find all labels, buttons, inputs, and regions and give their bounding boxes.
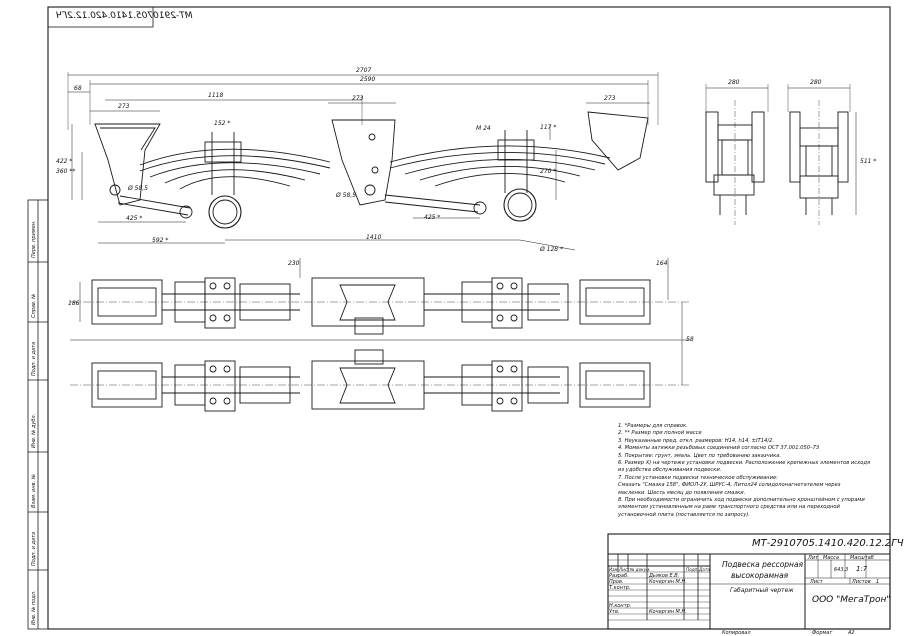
tb-sheets-value: 1 [876, 579, 880, 585]
side-view [67, 72, 659, 251]
tb-name-line3: Габаритный чертеж [730, 587, 794, 594]
note-line: 7. После установки подвески техническое … [618, 474, 778, 481]
dim-1118: 1118 [208, 92, 224, 99]
tb-mass-label: Масса [823, 555, 839, 561]
dim-m24: М 24 [476, 125, 491, 132]
tb-name-line1: Подвеска рессорная [722, 560, 804, 569]
tb-sheet-label: Лист [810, 579, 823, 585]
note-line: 3. Неуказанные пред. откл. размеров: Н14… [618, 437, 775, 444]
plan-view-top [70, 258, 690, 335]
side-label-inv-podl: Инв. № подл. [31, 590, 37, 626]
dim-425-left: 425 * [126, 215, 143, 222]
note-line: 6. Размер Х) на чертеже установки подвес… [618, 460, 871, 467]
dim-280-a: 280 [728, 79, 740, 86]
stamp-top-text: МТ-2910705.1410.420.12.2ГЧ [56, 11, 193, 21]
side-label-sprav-no: Справ. № [31, 293, 37, 318]
dim-164: 164 [656, 260, 668, 267]
tb-copied: Копировал [722, 630, 751, 636]
dim-273-right: 273 [604, 95, 616, 102]
dim-280-b: 280 [810, 79, 822, 86]
tb-col-date: Дата [699, 567, 710, 572]
notes-block: 1. *Размеры для справок. 2. ** Размер пр… [618, 423, 888, 519]
dim-186: 186 [68, 300, 80, 307]
tb-sheets-label: Листов [852, 579, 871, 585]
tb-name-prov: Кочергин М.Н. [649, 579, 687, 585]
dim-230: 230 [288, 260, 300, 267]
side-label-podp-data-1: Подп. и дата [31, 341, 37, 376]
dim-68: 68 [74, 85, 82, 92]
stamp-top-box [47, 6, 154, 28]
dim-273-left: 273 [118, 103, 130, 110]
tb-col-doc: № докум. [630, 567, 651, 572]
side-label-vzam-inv: Взам. инв. № [31, 474, 37, 508]
tb-name-utv: Кочергин М.Н. [649, 609, 687, 615]
tb-role-tkontr: Т.контр. [609, 585, 631, 591]
dim-dia-58-mid: Ø 58,5 [336, 192, 356, 199]
dim-117: 117 * [540, 124, 557, 131]
note-line: элементом установленным на раме транспор… [618, 504, 840, 511]
dim-dia-128: Ø 128 * [540, 246, 563, 253]
note-line: установочной плита (поставляется по запр… [618, 511, 751, 518]
tb-name-razrab: Дьяков Е.В. [649, 573, 680, 579]
dim-58: 58 [686, 336, 694, 343]
dim-1410: 1410 [366, 234, 382, 241]
note-line: 4. Моменты затяжки резьбовых соединений … [618, 445, 820, 452]
dim-2590: 2590 [360, 76, 376, 83]
dim-592: 592 * [152, 237, 169, 244]
tb-col-izm: Изм [609, 567, 618, 572]
tb-role-nkontr: Н.контр. [609, 603, 632, 609]
dim-425-right: 425 * [424, 214, 441, 221]
tb-col-sign: Подп. [686, 567, 699, 572]
tb-scale-label: Масштаб [850, 555, 874, 561]
title-block [607, 533, 891, 630]
note-line: 8. При необходимости ограничить ход подв… [618, 497, 865, 504]
tb-company: ООО "МегаТрон" [812, 595, 891, 605]
tb-col-list: Лист [619, 567, 630, 572]
note-line: 1. *Размеры для справок. [618, 423, 688, 429]
dim-511: 511 * [860, 158, 877, 165]
side-label-podp-data-2: Подп. и дата [31, 531, 37, 566]
tb-format-value: А2 [848, 630, 855, 636]
frame-border [47, 6, 891, 630]
dim-360: 360 ** [56, 168, 76, 175]
side-label-inv-dubl: Инв. № дубл. [31, 413, 37, 448]
note-line: Смазать "Смазка 158", ФИОЛ-2У, ШРУС-4, Л… [618, 482, 841, 489]
note-line: масленки. Шесть месяц до появления смазк… [618, 489, 746, 496]
note-line: 5. Покрытие: грунт, эмаль. Цвет по требо… [618, 452, 782, 459]
tb-role-razrab: Разраб. [609, 573, 629, 579]
note-line: 2. ** Размер при полной массе [618, 430, 702, 437]
tb-name-line2: высокорамная [731, 571, 789, 580]
side-label-perv-primen: Перв. примен. [31, 220, 37, 258]
dim-422: 422 * [56, 158, 73, 165]
dim-273-mid: 273 [352, 95, 364, 102]
tb-mass-value: 643,3 [834, 567, 849, 573]
plan-view-bottom [70, 302, 690, 412]
dim-2707: 2707 [356, 67, 372, 74]
note-line: из удобства обслуживания подвески. [618, 467, 722, 474]
tb-role-prov: Пров. [609, 579, 624, 585]
doc-number: МТ-2910705.1410.420.12.2ГЧ [752, 538, 904, 549]
dim-152: 152 * [214, 120, 231, 127]
tb-lit-label: Лит [808, 555, 818, 561]
dim-dia-58-left: Ø 58,5 [128, 185, 148, 192]
tb-format-label: Формат [812, 630, 833, 636]
tb-role-utv: Утв. [609, 609, 620, 615]
end-views [705, 84, 857, 225]
dim-270: 270 * [540, 168, 557, 175]
tb-scale-value: 1:7 [856, 565, 868, 573]
